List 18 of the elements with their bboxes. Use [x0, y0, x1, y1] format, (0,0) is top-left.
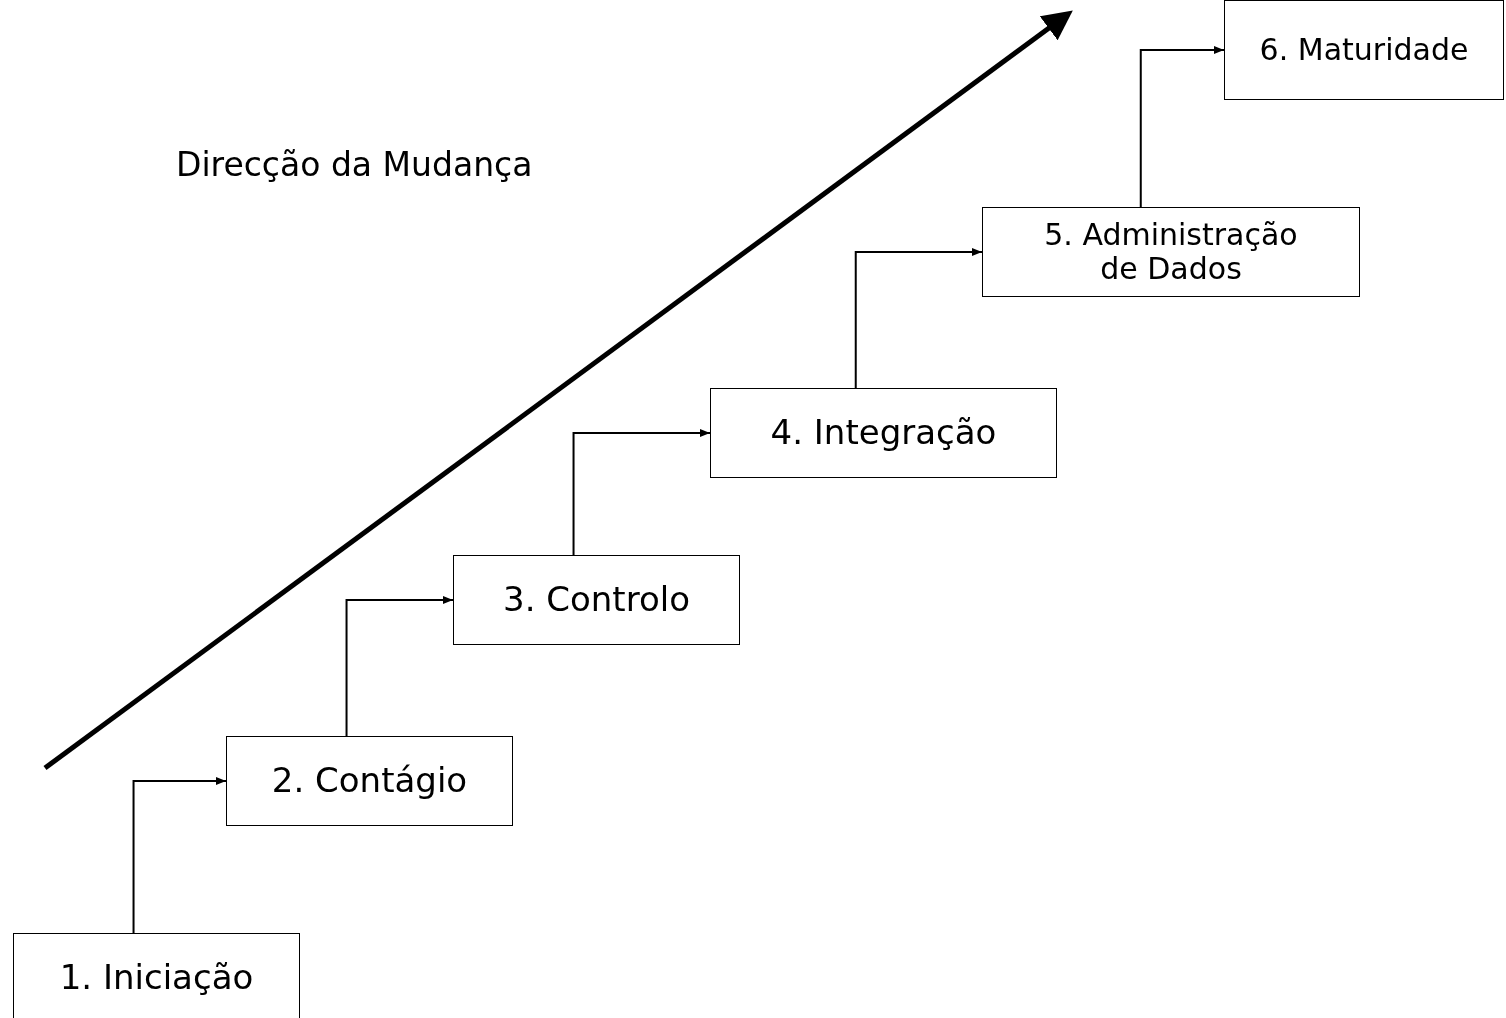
- arrow: [345, 596, 454, 737]
- stage-label: 3. Controlo: [503, 580, 690, 620]
- stage-box: [226, 736, 513, 826]
- stage-label: 5. Administração de Dados: [1043, 217, 1299, 287]
- arrow: [132, 777, 227, 934]
- stage-box: [1224, 0, 1504, 100]
- stage-label: 2. Contágio: [271, 761, 468, 801]
- arrow: [572, 429, 711, 556]
- stage-box: [453, 555, 740, 645]
- stage-box: [13, 933, 300, 1018]
- stage-label: 6. Maturidade: [1259, 32, 1469, 68]
- arrow: [854, 248, 983, 389]
- stage-box: [982, 207, 1360, 297]
- arrow: [1139, 46, 1225, 208]
- stage-box: [710, 388, 1057, 478]
- direction-label: Direcção da Mudança: [176, 145, 533, 184]
- stage-label: 4. Integração: [770, 413, 997, 453]
- stage-label: 1. Iniciação: [59, 958, 254, 998]
